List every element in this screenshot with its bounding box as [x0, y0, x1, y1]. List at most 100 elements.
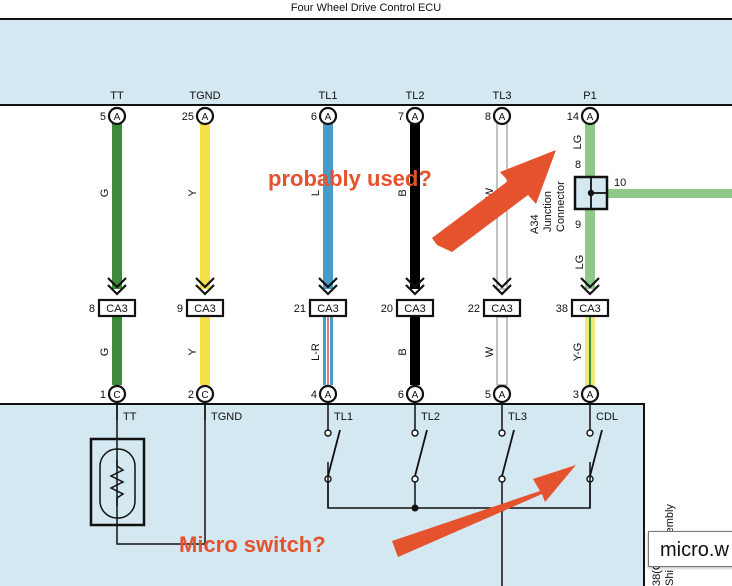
ecu-pin-connector [405, 106, 425, 126]
ecu-pin-number: 5 [100, 111, 106, 123]
switch-contact [586, 429, 594, 437]
actuator-pin-number: 5 [485, 389, 491, 401]
chevron-down-icon [580, 277, 600, 289]
ca3-connector [308, 298, 348, 318]
ecu-pin-conn: A [114, 112, 121, 123]
ecu-pin-connector [580, 106, 600, 126]
wire-color-label: Y [187, 348, 199, 356]
switch-lever [327, 429, 341, 477]
ecu-pin-number: 7 [398, 111, 404, 123]
wire-color-label: L [310, 190, 322, 196]
ca3-pin-number: 9 [177, 303, 183, 315]
tooltip: micro.w [648, 531, 732, 567]
actuator-pin-conn: A [587, 390, 594, 401]
ecu-pin-connector [107, 106, 127, 126]
ecu-pin-name: TT [110, 90, 124, 102]
wire-lower-TT [112, 317, 122, 385]
chevron-down-icon [318, 284, 338, 296]
ca3-connector [482, 298, 522, 318]
switch-common-bus [327, 462, 591, 509]
actuator-pin-number: 3 [573, 389, 579, 401]
chevron-down-icon [195, 284, 215, 296]
ecu-pin-name: TL2 [406, 90, 425, 102]
tooltip-text: micro.w [660, 539, 729, 561]
actuator-pin-conn: C [113, 390, 120, 401]
wire-color-label: G [99, 348, 111, 357]
actuator-pin-conn: A [325, 390, 332, 401]
actuator-pin-number: 2 [188, 389, 194, 401]
junction-wire-below: LG [574, 255, 586, 270]
junction-branch-wire [607, 189, 732, 198]
wire-upper-lower-P1 [585, 209, 595, 289]
ecu-pin-number: 25 [182, 111, 194, 123]
ca3-pin-number: 8 [89, 303, 95, 315]
switch-contact [411, 475, 419, 483]
actuator-pin-conn: C [201, 390, 208, 401]
micro-switches [324, 429, 603, 508]
junction-pin-right: 10 [614, 177, 626, 189]
switch-lever [414, 429, 428, 477]
ecu-pin-connector [318, 106, 338, 126]
ca3-connector [185, 298, 225, 318]
actuator-pin-name: TL3 [508, 411, 527, 423]
ca3-pin-number: 22 [468, 303, 480, 315]
ca3-label: CA3 [317, 303, 338, 315]
junction-connector [573, 175, 609, 211]
actuator-pin-conn: A [412, 390, 419, 401]
wire-lower-TL3 [496, 316, 508, 386]
wire-color-label: G [99, 189, 111, 198]
actuator-pin-number: 6 [398, 389, 404, 401]
ecu-pin-number: 14 [567, 111, 579, 123]
ecu-pin-conn: A [202, 112, 209, 123]
chevron-down-icon [405, 277, 425, 289]
junction-label-line1: Junction [542, 191, 554, 232]
wire-lower-TGND [200, 317, 210, 385]
chevron-down-icon [492, 277, 512, 289]
actuator-pin-name: TL1 [334, 411, 353, 423]
ecu-pin-number: 6 [311, 111, 317, 123]
chevron-down-icon [107, 284, 127, 296]
switch-contact [411, 429, 419, 437]
ecu-pin-connector [195, 106, 215, 126]
ca3-label: CA3 [404, 303, 425, 315]
ecu-pin-connector [492, 106, 512, 126]
chevron-down-icon [107, 277, 127, 289]
actuator-pin-number: 4 [311, 389, 317, 401]
ca3-label: CA3 [579, 303, 600, 315]
ca3-label: CA3 [194, 303, 215, 315]
switch-contact [498, 429, 506, 437]
ca3-connector [570, 298, 610, 318]
thermistor-circuit [116, 404, 206, 545]
wire-color-label: LG [572, 135, 584, 150]
wire-color-label: W [484, 187, 496, 198]
actuator-pin-name: TT [123, 411, 137, 423]
junction-pin-bottom: 9 [575, 219, 581, 231]
ca3-pin-number: 21 [294, 303, 306, 315]
actuator-pin-number: 1 [100, 389, 106, 401]
annotation-probably-used: probably used? [268, 166, 432, 191]
junction-pin-top: 8 [575, 159, 581, 171]
actuator-pin-name: TL2 [421, 411, 440, 423]
ecu-pin-name: P1 [583, 90, 596, 102]
wires: TTA5GCA38GC1TTTGNDA25YCA39YC2TGNDTL1A6LC… [89, 90, 618, 430]
chevron-down-icon [580, 284, 600, 296]
switch-lever [589, 429, 603, 477]
wire-color-label: Y-G [572, 343, 584, 362]
ecu-pin-conn: A [412, 112, 419, 123]
ca3-connector [97, 298, 137, 318]
actuator-pin-conn: A [499, 390, 506, 401]
ecu-pin-conn: A [325, 112, 332, 123]
ca3-label: CA3 [491, 303, 512, 315]
chevron-down-icon [492, 284, 512, 296]
wire-lower-TL2 [410, 317, 420, 385]
actuator-pin-name: CDL [596, 411, 618, 423]
switch-contact [498, 475, 506, 483]
bus-junction-dot [411, 504, 419, 512]
wire-color-label: Y [187, 189, 199, 197]
ca3-pin-number: 38 [556, 303, 568, 315]
wire-upper-TT [112, 123, 122, 289]
ca3-connector [395, 298, 435, 318]
ca3-label: CA3 [106, 303, 127, 315]
actuator-pin-name: TGND [211, 411, 242, 423]
